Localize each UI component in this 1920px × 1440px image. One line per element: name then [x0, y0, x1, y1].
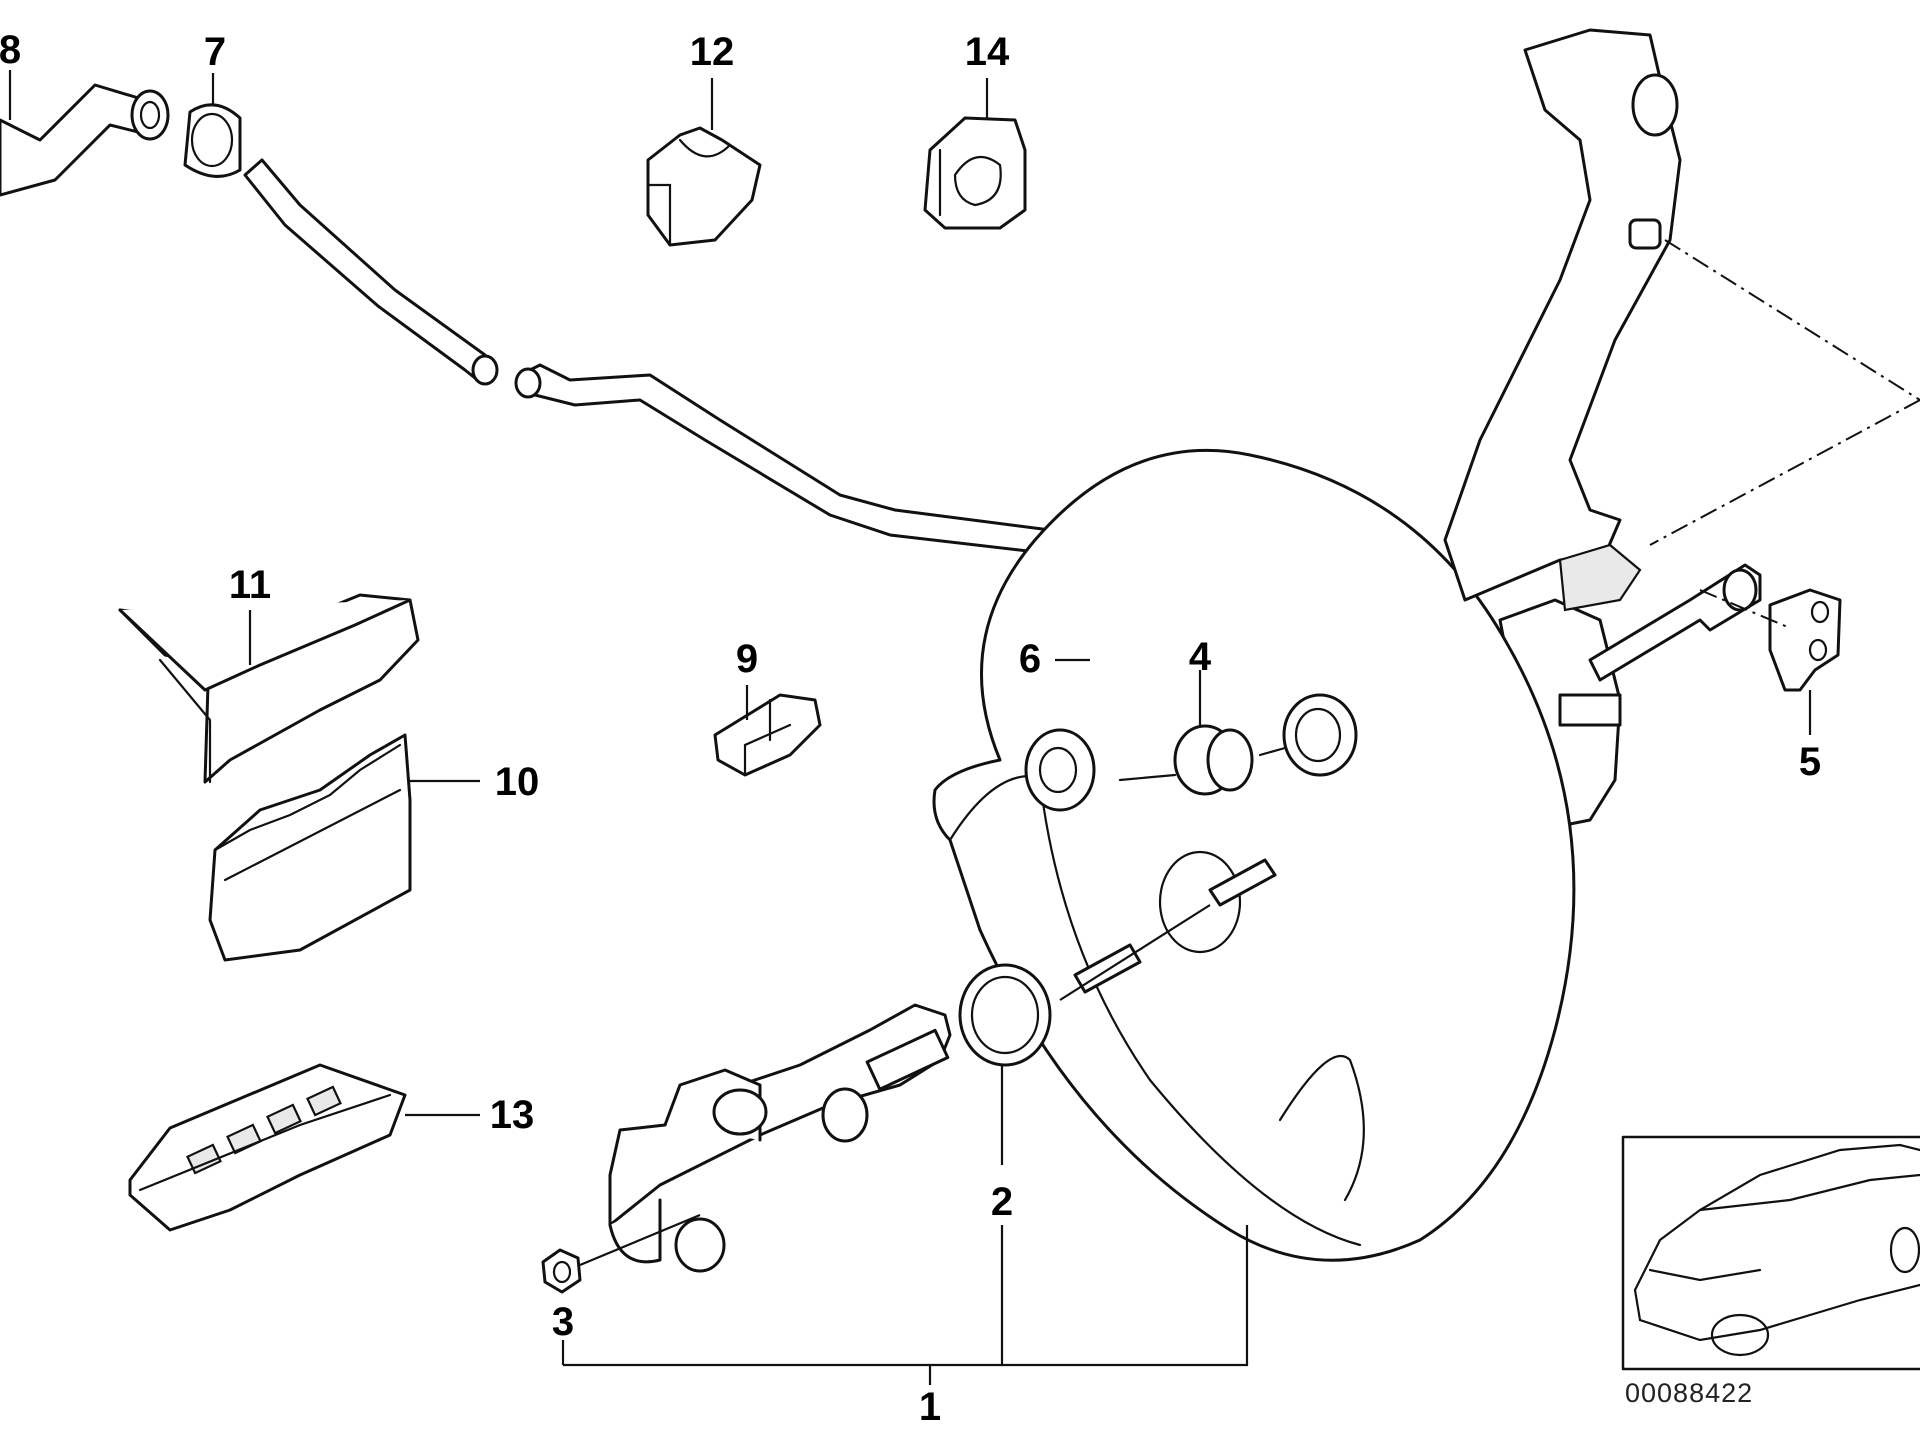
part-14-grommet	[923, 116, 1027, 230]
booster-studs	[1059, 858, 1277, 1001]
part-8-hose	[0, 83, 170, 197]
part-labels: 8 7 12 14 11 10 13 9 6 4 5 2 3 1 0008842…	[0, 28, 1821, 1429]
part-12-clip	[646, 126, 762, 247]
part-10-cover	[208, 733, 412, 962]
part-7-clamp	[183, 103, 242, 178]
part-3-nut	[541, 1213, 701, 1294]
part-9-clip	[713, 693, 822, 777]
car-thumbnail	[1621, 1135, 1920, 1371]
label-1: 1	[919, 1385, 941, 1429]
master-cylinder	[608, 1003, 952, 1273]
label-2: 2	[991, 1180, 1013, 1224]
diagram-code: 00088422	[1625, 1378, 1753, 1408]
label-5: 5	[1799, 740, 1821, 784]
label-3: 3	[552, 1300, 574, 1344]
assembly-dashlines	[1649, 239, 1920, 629]
part-13-pad	[128, 1063, 407, 1232]
part-2-oring	[958, 963, 1052, 1067]
brake-booster	[932, 448, 1622, 1262]
brake-pedal-assembly	[1443, 28, 1762, 682]
part-11-bracket	[118, 593, 420, 784]
label-12: 12	[690, 30, 735, 74]
leader-lines	[8, 70, 1812, 1385]
label-9: 9	[736, 637, 758, 681]
label-10: 10	[495, 760, 540, 804]
label-7: 7	[204, 30, 226, 74]
label-11: 11	[229, 563, 271, 607]
label-6: 6	[1019, 637, 1041, 681]
part-5-clip	[1768, 588, 1842, 692]
label-14: 14	[965, 30, 1010, 74]
label-4: 4	[1189, 635, 1212, 679]
part-6-grommet	[1024, 728, 1096, 812]
label-8: 8	[0, 28, 21, 72]
label-13: 13	[490, 1093, 535, 1137]
part-4-seals	[1118, 693, 1358, 796]
